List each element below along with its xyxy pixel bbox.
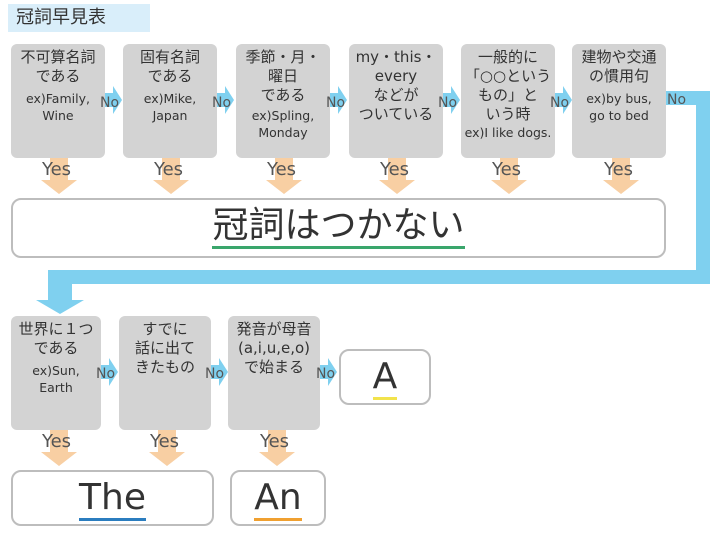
no-label: No [96, 366, 116, 382]
yes-arrow [41, 430, 77, 466]
yes-label: Yes [154, 159, 184, 180]
no-label: No [438, 95, 458, 111]
yes-arrow [379, 158, 415, 194]
result-no-article: 冠詞はつかない [11, 198, 666, 258]
no-arrow [101, 358, 118, 386]
condition-determiner: my・this・ every などが ついている [349, 44, 443, 158]
no-arrow [443, 86, 460, 114]
condition-idiom: 建物や交通 の慣用句 ex)by bus, go to bed [572, 44, 666, 158]
yes-arrow [491, 158, 527, 194]
no-arrow [330, 86, 347, 114]
condition-proper-noun: 固有名詞 である ex)Mike, Japan [123, 44, 217, 158]
yes-arrow [259, 430, 295, 466]
yes-label: Yes [42, 431, 72, 452]
yes-label: Yes [380, 159, 410, 180]
yes-arrow [266, 158, 302, 194]
condition-general: 一般的に 「○○という もの」と いう時 ex)I like dogs. [461, 44, 555, 158]
no-label: No [326, 95, 346, 111]
yes-arrow [153, 158, 189, 194]
result-a: A [339, 349, 431, 405]
condition-mentioned: すでに 話に出て きたもの [119, 316, 211, 430]
yes-arrow [149, 430, 185, 466]
no-label: No [667, 92, 687, 108]
result-an: An [230, 470, 326, 526]
no-arrow [320, 358, 337, 386]
result-the: The [11, 470, 214, 526]
condition-season-month-day: 季節・月・ 曜日 である ex)Spling, Monday [236, 44, 330, 158]
yes-label: Yes [604, 159, 634, 180]
yes-label: Yes [42, 159, 72, 180]
yes-arrow [41, 158, 77, 194]
no-label: No [205, 366, 225, 382]
no-arrow [211, 358, 228, 386]
yes-arrow [603, 158, 639, 194]
no-arrow [217, 86, 234, 114]
no-arrow [105, 86, 122, 114]
yes-label: Yes [150, 431, 180, 452]
page-title: 冠詞早見表 [8, 4, 150, 32]
no-label: No [100, 95, 120, 111]
condition-unique: 世界に１つ である ex)Sun, Earth [11, 316, 101, 430]
condition-uncountable-noun: 不可算名詞 である ex)Family, Wine [11, 44, 105, 158]
no-label: No [316, 366, 336, 382]
yes-label: Yes [492, 159, 522, 180]
no-label: No [550, 95, 570, 111]
yes-label: Yes [267, 159, 297, 180]
yes-label: Yes [260, 431, 290, 452]
no-arrow [555, 86, 572, 114]
no-label: No [212, 95, 232, 111]
condition-vowel-sound: 発音が母音 (a,i,u,e,o) で始まる [228, 316, 320, 430]
